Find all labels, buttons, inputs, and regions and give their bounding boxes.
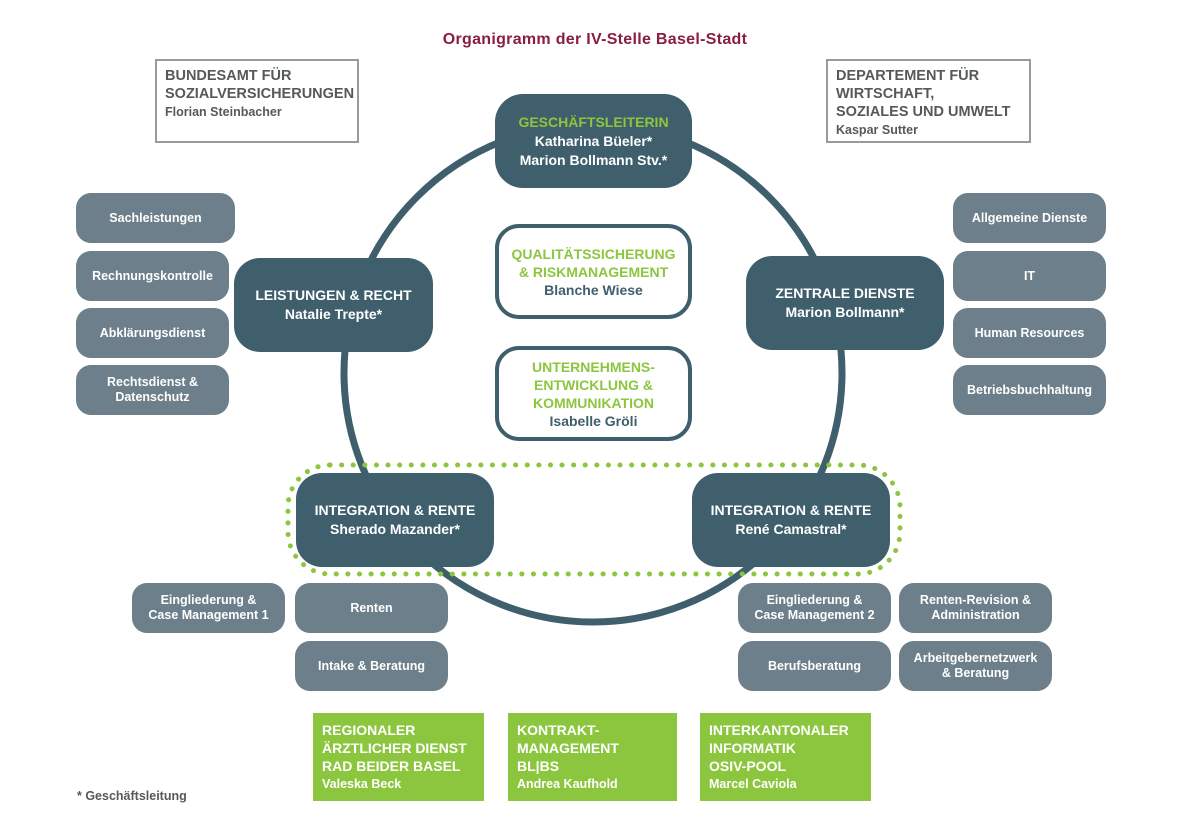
integration-group-dotted-outline <box>285 462 903 577</box>
partner-person: Valeska Beck <box>322 777 402 791</box>
ceo-deputy-name: Marion Bollmann Stv.* <box>519 151 668 168</box>
staff-unit-line: & RISKMANAGEMENT <box>518 263 669 280</box>
external-line: SOZIALES UND UMWELT <box>836 104 1011 120</box>
subunit-label: Renten-Revision & <box>919 593 1032 607</box>
subunit-renten: Renten <box>295 583 448 633</box>
subunit-label: Renten <box>350 600 393 615</box>
partner-box-rad: REGIONALER ÄRZTLICHER DIENST RAD BEIDER … <box>313 713 484 801</box>
subunit-label: Eingliederung & <box>766 593 863 607</box>
subunit-label: Human Resources <box>974 325 1085 340</box>
subunit-label: & Beratung <box>941 666 1010 680</box>
external-line: WIRTSCHAFT, <box>836 86 935 102</box>
staff-unit-person: Isabelle Gröli <box>549 412 638 429</box>
partner-box-osiv-pool: INTERKANTONALER INFORMATIK OSIV-POOL Mar… <box>700 713 871 801</box>
subunit-renten-revision: Renten-Revision & Administration <box>899 583 1052 633</box>
staff-unit-development: UNTERNEHMENS- ENTWICKLUNG & KOMMUNIKATIO… <box>495 346 692 441</box>
division-head: Marion Bollmann* <box>785 304 905 320</box>
division-head: Sherado Mazander* <box>330 521 460 537</box>
division-title: LEISTUNGEN & RECHT <box>255 287 412 303</box>
partner-person: Marcel Caviola <box>709 777 797 791</box>
ceo-role: GESCHÄFTSLEITERIN <box>518 113 669 130</box>
subunit-label: Berufsberatung <box>767 658 862 673</box>
staff-unit-person: Blanche Wiese <box>544 281 643 298</box>
partner-line: INFORMATIK <box>709 740 796 756</box>
subunit-label: IT <box>1023 268 1036 283</box>
subunit-berufsberatung: Berufsberatung <box>738 641 891 691</box>
subunit-eingliederung-cm2: Eingliederung & Case Management 2 <box>738 583 891 633</box>
division-head: René Camastral* <box>735 521 847 537</box>
division-title: INTEGRATION & RENTE <box>710 502 872 518</box>
subunit-rechtsdienst: Rechtsdienst & Datenschutz <box>76 365 229 415</box>
ceo-name: Katharina Büeler* <box>534 132 653 149</box>
subunit-eingliederung-cm1: Eingliederung & Case Management 1 <box>132 583 285 633</box>
subunit-label: Arbeitgebernetzwerk <box>913 651 1038 665</box>
subunit-label: Datenschutz <box>115 390 190 404</box>
staff-unit-line: UNTERNEHMENS- <box>532 358 655 375</box>
subunit-label: Abklärungsdienst <box>99 325 206 340</box>
division-zentrale-dienste: ZENTRALE DIENSTE Marion Bollmann* <box>746 256 944 350</box>
staff-unit-line: QUALITÄTSSICHERUNG <box>511 245 676 262</box>
subunit-sachleistungen: Sachleistungen <box>76 193 235 243</box>
staff-unit-line: KOMMUNIKATION <box>532 394 655 411</box>
subunit-it: IT <box>953 251 1106 301</box>
subunit-label: Case Management 2 <box>754 608 875 622</box>
footnote: * Geschäftsleitung <box>77 789 187 803</box>
division-title: ZENTRALE DIENSTE <box>775 285 915 301</box>
partner-line: KONTRAKT- <box>517 722 600 738</box>
external-line: BUNDESAMT FÜR <box>165 68 292 84</box>
partner-line: BL|BS <box>517 758 560 774</box>
subunit-label: Allgemeine Dienste <box>971 210 1088 225</box>
subunit-label: Sachleistungen <box>109 210 202 225</box>
staff-unit-quality: QUALITÄTSSICHERUNG & RISKMANAGEMENT Blan… <box>495 224 692 319</box>
subunit-rechnungskontrolle: Rechnungskontrolle <box>76 251 229 301</box>
partner-line: INTERKANTONALER <box>709 722 849 738</box>
subunit-label: Eingliederung & <box>160 593 257 607</box>
partner-line: REGIONALER <box>322 722 416 738</box>
subunit-allgemeine-dienste: Allgemeine Dienste <box>953 193 1106 243</box>
partner-line: RAD BEIDER BASEL <box>322 758 461 774</box>
division-title: INTEGRATION & RENTE <box>314 502 476 518</box>
subunit-betriebsbuchhaltung: Betriebsbuchhaltung <box>953 365 1106 415</box>
division-leistungen-recht: LEISTUNGEN & RECHT Natalie Trepte* <box>234 258 433 352</box>
partner-person: Andrea Kaufhold <box>517 777 618 791</box>
subunit-label: Case Management 1 <box>148 608 269 622</box>
external-person: Florian Steinbacher <box>165 105 282 119</box>
division-integration-rente-left: INTEGRATION & RENTE Sherado Mazander* <box>296 473 494 567</box>
external-person: Kaspar Sutter <box>836 123 918 137</box>
subunit-label: Betriebsbuchhaltung <box>966 382 1092 397</box>
subunit-label: Rechtsdienst & <box>107 375 198 389</box>
external-box-departement: DEPARTEMENT FÜR WIRTSCHAFT, SOZIALES UND… <box>826 59 1031 143</box>
staff-unit-line: ENTWICKLUNG & <box>534 376 653 393</box>
partner-line: MANAGEMENT <box>517 740 619 756</box>
subunit-label: Rechnungskontrolle <box>92 268 213 283</box>
division-head: Natalie Trepte* <box>284 306 383 322</box>
partner-line: ÄRZTLICHER DIENST <box>322 740 467 756</box>
external-line: DEPARTEMENT FÜR <box>836 68 980 84</box>
division-integration-rente-right: INTEGRATION & RENTE René Camastral* <box>692 473 890 567</box>
subunit-human-resources: Human Resources <box>953 308 1106 358</box>
ceo-box: GESCHÄFTSLEITERIN Katharina Büeler* Mari… <box>495 94 692 188</box>
subunit-label: Administration <box>931 608 1020 622</box>
partner-line: OSIV-POOL <box>709 758 787 774</box>
subunit-arbeitgebernetzwerk: Arbeitgebernetzwerk & Beratung <box>899 641 1052 691</box>
subunit-intake-beratung: Intake & Beratung <box>295 641 448 691</box>
page-title: Organigramm der IV-Stelle Basel-Stadt <box>442 31 748 48</box>
subunit-abklaerungsdienst: Abklärungsdienst <box>76 308 229 358</box>
external-box-bundesamt: BUNDESAMT FÜR SOZIALVERSICHERUNGEN Flori… <box>155 59 359 143</box>
external-line: SOZIALVERSICHERUNGEN <box>165 86 355 102</box>
subunit-label: Intake & Beratung <box>318 658 425 673</box>
partner-box-kontraktmanagement: KONTRAKT- MANAGEMENT BL|BS Andrea Kaufho… <box>508 713 677 801</box>
